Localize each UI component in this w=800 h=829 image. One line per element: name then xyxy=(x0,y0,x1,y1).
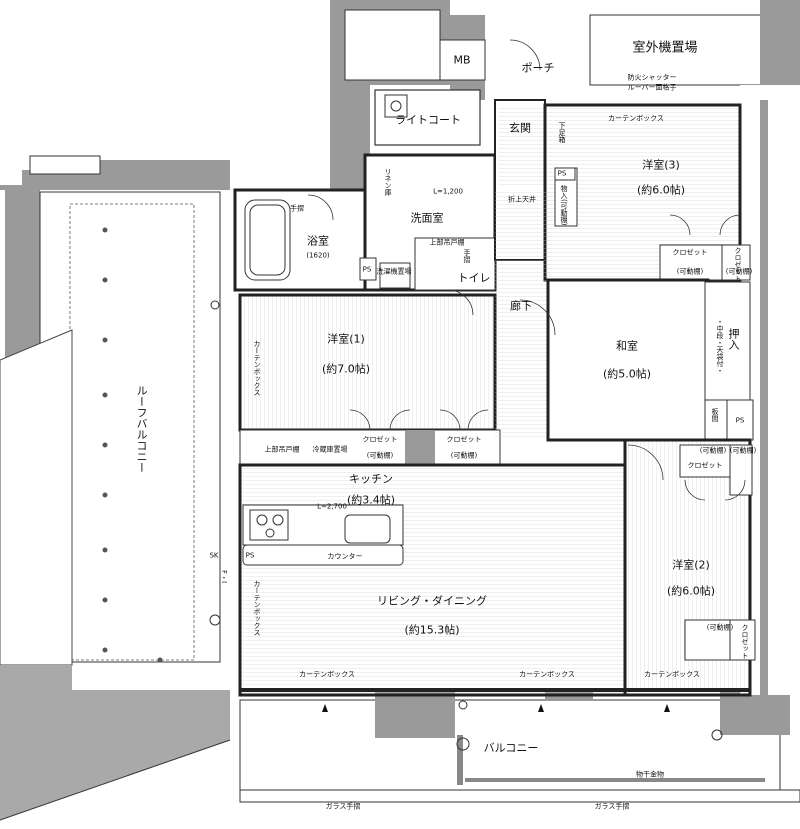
toilet-label: トイレ xyxy=(457,271,491,285)
curtain-box-w1-label: カーテンボックス xyxy=(253,340,261,396)
porch-label: ポーチ xyxy=(521,61,555,75)
japanese-name: 和室 xyxy=(616,339,638,353)
closet-w1b-label: クロゼット xyxy=(446,435,482,444)
closet-w3-label: クロゼット xyxy=(672,248,708,257)
storage-label: 物入(可動棚) xyxy=(560,185,568,226)
western3-name: 洋室(3) xyxy=(642,158,680,172)
ps-label-japanese: PS xyxy=(735,416,745,425)
curtain-box-bottom1-label: カーテンボックス xyxy=(299,670,355,679)
closet-w2-label: クロゼット xyxy=(687,461,723,470)
western1-name: 洋室(1) xyxy=(327,332,365,346)
closet-w1b-shelf: (可動棚) xyxy=(450,451,478,460)
closet-w2b-shelf: (可動棚) xyxy=(729,446,757,455)
entrance-label: 玄関 xyxy=(509,121,531,135)
closet-w1a-label: クロゼット xyxy=(362,435,398,444)
fold-ceiling-label: 折上天井 xyxy=(508,195,536,204)
japanese-size: (約5.0帖) xyxy=(602,367,652,381)
oshiire-detail-label: ・中段・天袋付・ xyxy=(716,318,724,374)
kitchen-name: キッチン xyxy=(349,472,393,486)
curtain-box-bottom3-label: カーテンボックス xyxy=(644,670,700,679)
fi-label: F・I xyxy=(220,570,228,584)
shoe-box-label: 下足箱 xyxy=(558,122,566,143)
vent-circles xyxy=(209,300,723,751)
curtain-box-top-label: カーテンボックス xyxy=(608,114,664,123)
ps-label-entrance: PS xyxy=(557,169,567,178)
western2-name: 洋室(2) xyxy=(672,558,710,572)
triangle-markers xyxy=(322,704,670,712)
closet-w2-shelf: (可動棚) xyxy=(699,446,727,455)
linen-label: リネン庫 xyxy=(384,168,392,196)
hallway-label: 廊下 xyxy=(510,299,532,313)
glass-rail-right-label: ガラス手摺 xyxy=(594,802,630,811)
l1200-label: L=1,200 xyxy=(433,187,463,196)
mb-label: MB xyxy=(453,53,471,67)
roof-balcony-area xyxy=(0,155,231,821)
handrail-bath-label: 手摺 xyxy=(290,204,304,213)
interior xyxy=(233,99,756,697)
ps-label-kitchen: PS xyxy=(245,551,255,560)
closet-w3b-label: クロゼット xyxy=(734,247,742,282)
closet-w1a-shelf: (可動棚) xyxy=(366,451,394,460)
upper-cabinet-toilet-label: 上部吊戸棚 xyxy=(429,238,465,247)
closet-w2c-shelf: (可動棚) xyxy=(706,623,734,632)
board-label: 板間 xyxy=(711,408,719,422)
bath-label: 浴室 xyxy=(307,234,329,248)
door-swings xyxy=(307,39,746,501)
closet-w3b-shelf: (可動棚) xyxy=(725,267,753,276)
l2700-label: L=2,700 xyxy=(317,502,347,511)
living-size: (約15.3帖) xyxy=(404,623,460,637)
washer-label: 洗濯機置場 xyxy=(376,267,412,276)
oshiire-label: 押入 xyxy=(727,328,740,350)
rail-label: 物干金物 xyxy=(636,770,664,779)
western1-size: (約7.0帖) xyxy=(321,362,371,376)
roof-balcony-label: ルーフバルコニー xyxy=(135,385,148,473)
upper-cabinet-kitchen-label: 上部吊戸棚 xyxy=(264,445,300,454)
post-dots xyxy=(102,227,163,663)
living-name: リビング・ダイニング xyxy=(377,594,487,608)
closet-w2c-label: クロゼット xyxy=(741,624,749,659)
outdoor-unit-label: 室外機置場 xyxy=(632,40,698,56)
curtain-box-ld-left-label: カーテンボックス xyxy=(253,580,261,636)
glass-rail-left-label: ガラス手摺 xyxy=(325,802,361,811)
counter-label: カウンター xyxy=(327,552,363,561)
curtain-box-bottom2-label: カーテンボックス xyxy=(519,670,575,679)
shutter-label: 防火シャッター xyxy=(627,73,677,82)
balcony-area xyxy=(239,690,800,803)
light-court-label: ライトコート xyxy=(395,113,461,127)
western3-size: (約6.0帖) xyxy=(636,183,686,197)
louver-label: ルーバー面格子 xyxy=(627,83,677,92)
ps-label-wash: PS xyxy=(362,265,372,274)
balcony-label: バルコニー xyxy=(483,741,539,755)
washroom-label: 洗面室 xyxy=(410,211,444,225)
bath-size-label: (1620) xyxy=(306,251,330,260)
fridge-label: 冷蔵庫置場 xyxy=(312,445,348,454)
western2-size: (約6.0帖) xyxy=(666,584,716,598)
kitchen-size: (約3.4帖) xyxy=(346,493,396,507)
sk-label: SK xyxy=(209,551,219,560)
closet-w3-shelf: (可動棚) xyxy=(676,267,704,276)
handrail-toilet-label: 手摺 xyxy=(463,249,471,263)
